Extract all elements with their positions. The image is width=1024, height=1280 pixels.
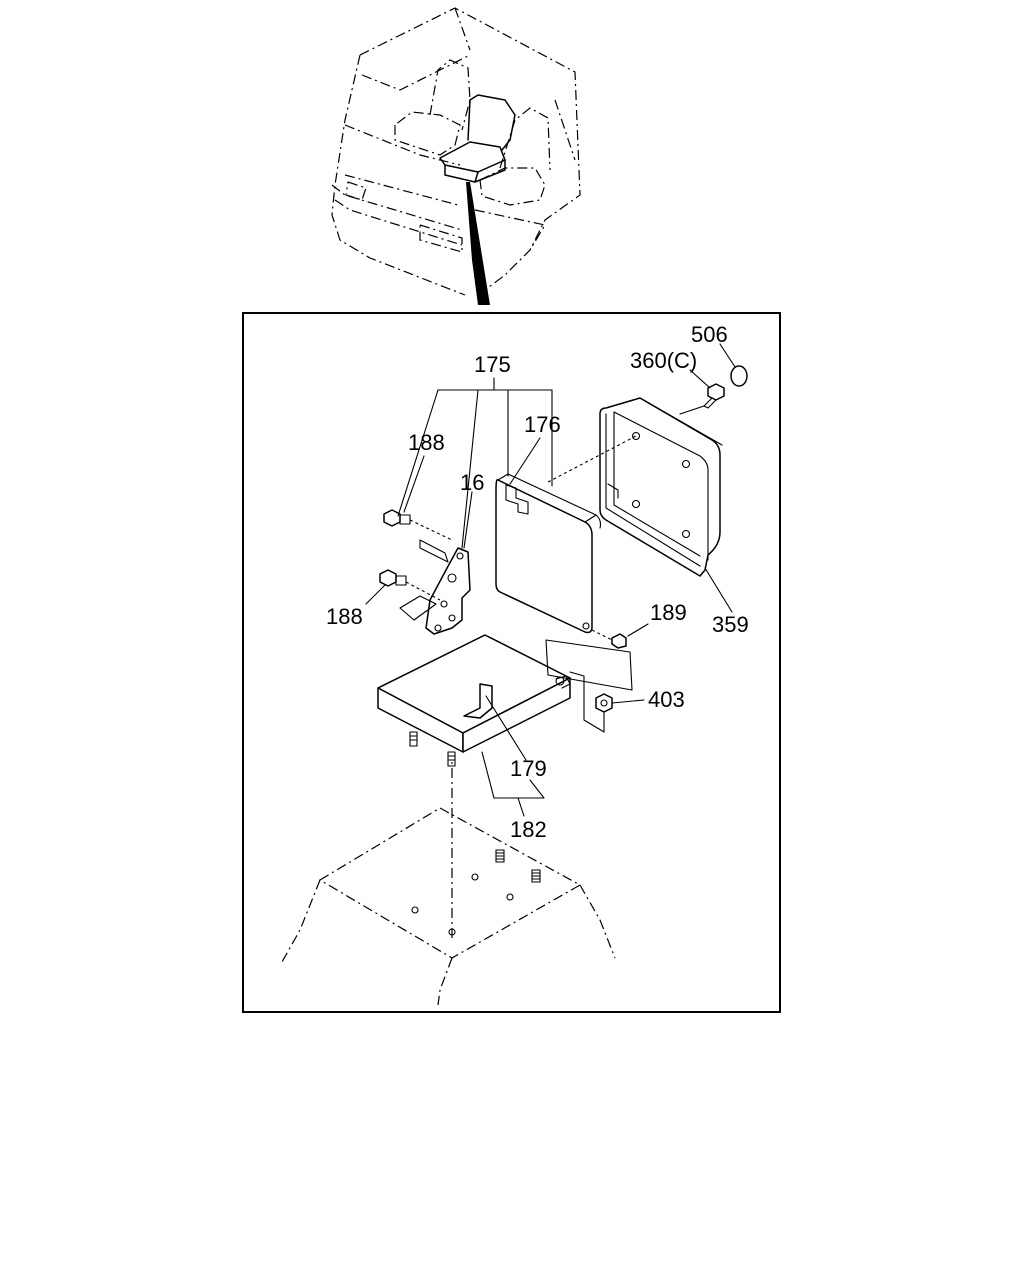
callout-188-upper: 188 bbox=[408, 430, 445, 455]
bolt-part-188-lower bbox=[379, 569, 441, 601]
callout-506: 506 bbox=[691, 322, 728, 347]
alignment-line bbox=[547, 435, 637, 483]
bracket-outline-189 bbox=[545, 639, 633, 691]
seat-cushion-part-182 bbox=[377, 634, 571, 767]
callout-176: 176 bbox=[524, 412, 561, 437]
seat-back-part-176 bbox=[495, 473, 602, 634]
callout-16: 16 bbox=[460, 470, 484, 495]
callout-175: 175 bbox=[474, 352, 511, 377]
callout-188-lower: 188 bbox=[326, 604, 363, 629]
hinge-bracket-part-16 bbox=[425, 547, 471, 635]
bolt-part-188-upper bbox=[383, 509, 453, 541]
cushion-bracket-outline bbox=[569, 671, 605, 733]
screw-part-189 bbox=[591, 629, 627, 649]
nut-part-403 bbox=[595, 693, 613, 713]
hinge-bracket-outline-2 bbox=[399, 595, 437, 621]
strap-part-179 bbox=[463, 683, 493, 719]
hinge-bracket-outline bbox=[419, 539, 449, 563]
callout-359: 359 bbox=[712, 612, 749, 637]
callout-189: 189 bbox=[650, 600, 687, 625]
callout-360c: 360(C) bbox=[630, 348, 697, 373]
screw-part-360c bbox=[679, 383, 725, 415]
cab-overview-illustration bbox=[331, 7, 581, 305]
detail-frame bbox=[242, 312, 781, 1013]
floor-tunnel-illustration bbox=[281, 760, 616, 1006]
callout-182: 182 bbox=[510, 817, 547, 842]
back-frame-part-359 bbox=[599, 397, 723, 577]
leader-lines bbox=[365, 343, 736, 817]
callout-179: 179 bbox=[510, 756, 547, 781]
callout-403: 403 bbox=[648, 687, 685, 712]
cap-part-506 bbox=[730, 365, 748, 387]
